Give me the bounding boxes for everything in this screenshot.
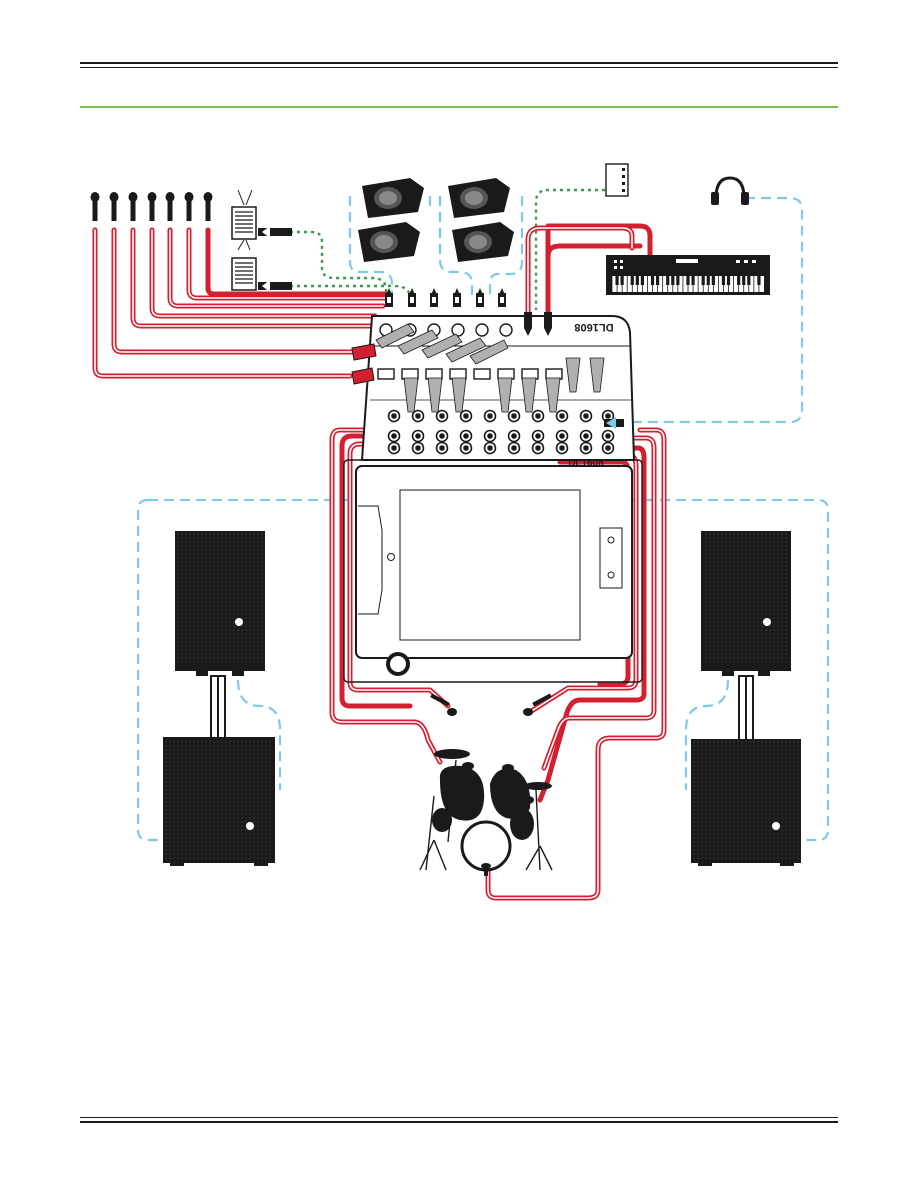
keyboard-icon bbox=[606, 255, 770, 295]
microphone-icon bbox=[91, 192, 100, 221]
microphone-icon bbox=[129, 192, 138, 221]
monitor-wedge-icon bbox=[452, 222, 514, 262]
headphones-icon bbox=[711, 178, 749, 205]
di-box-icon bbox=[232, 190, 292, 250]
mixer-logo-top: DL1608 bbox=[574, 321, 613, 333]
di-box-icon bbox=[232, 258, 292, 292]
speaker-pole bbox=[739, 676, 753, 740]
tablet-icon bbox=[344, 460, 642, 682]
microphone-icon bbox=[204, 192, 213, 221]
mixer-body: DL1608 DL1608 bbox=[352, 288, 634, 469]
microphone-icon bbox=[185, 192, 194, 221]
speaker-icon bbox=[702, 532, 790, 676]
monitor-wedge-icon bbox=[358, 222, 420, 262]
speaker-pole bbox=[211, 676, 225, 738]
monitor-wedges bbox=[358, 178, 514, 262]
subwoofer-icon bbox=[692, 740, 800, 866]
monitor-wedge-icon bbox=[362, 178, 424, 218]
monitor-wedge-icon bbox=[448, 178, 510, 218]
input-connectors bbox=[385, 288, 506, 307]
drum-kit-icon bbox=[420, 749, 552, 876]
microphone-row bbox=[91, 192, 213, 221]
speaker-icon bbox=[176, 532, 264, 676]
subwoofer-icon bbox=[164, 738, 274, 866]
microphone-icon bbox=[166, 192, 175, 221]
microphone-icon bbox=[148, 192, 157, 221]
microphone-icon bbox=[110, 192, 119, 221]
midi-device-icon bbox=[606, 164, 628, 196]
